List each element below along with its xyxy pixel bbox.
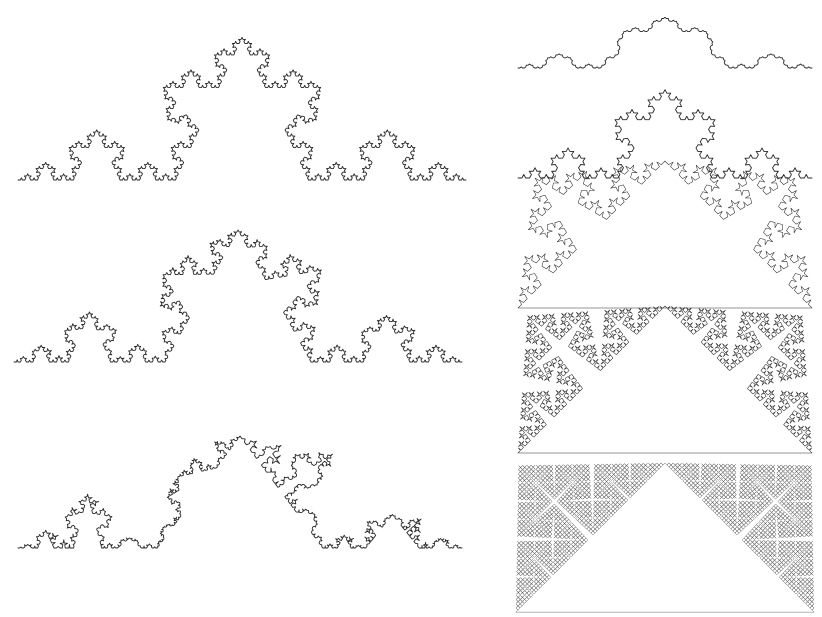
curve-right-1 [518, 17, 812, 68]
curve-right-4 [518, 306, 812, 453]
curve-right-2 [518, 90, 812, 178]
left-column [14, 37, 466, 548]
curve-left-3 [18, 436, 462, 548]
curve-right-3 [518, 161, 812, 308]
curve-right-5 [516, 463, 814, 612]
curve-left-1 [18, 37, 466, 180]
curve-left-2 [14, 230, 462, 362]
right-column [516, 17, 814, 612]
